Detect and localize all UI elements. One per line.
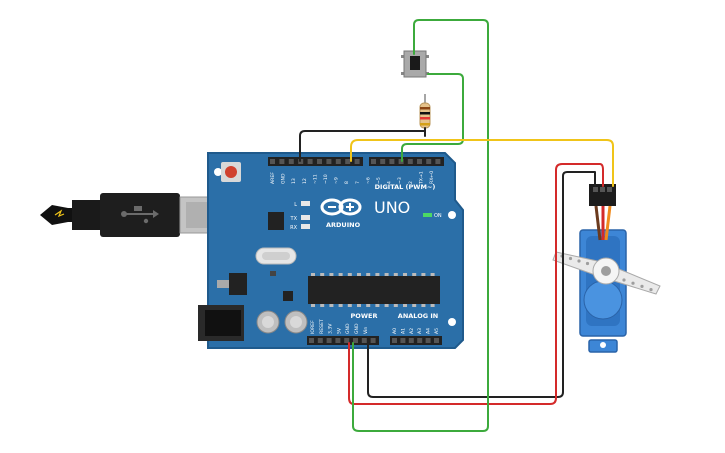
analog-pin-label-2: A2 bbox=[409, 328, 415, 334]
digital-pin-label-11: 4 bbox=[387, 181, 393, 184]
analog-pin-label-4: A4 bbox=[426, 328, 432, 334]
mount-hole bbox=[214, 168, 222, 176]
analog-label: ANALOG IN bbox=[398, 312, 438, 320]
digital-pin-label-0: AREF bbox=[270, 172, 276, 184]
reset-button[interactable] bbox=[221, 162, 241, 182]
power-label: POWER bbox=[351, 312, 378, 320]
digital-pin-label-6: ~9 bbox=[334, 177, 340, 184]
status-leds: L TX RX bbox=[290, 201, 310, 231]
analog-pin-label-3: A3 bbox=[417, 328, 423, 334]
servo-horn[interactable] bbox=[552, 251, 661, 295]
model-label: UNO bbox=[374, 198, 410, 217]
resistor[interactable] bbox=[419, 94, 431, 136]
wire-black-resistor-gnd[interactable] bbox=[299, 127, 426, 162]
power-pin-label-3: 5V bbox=[336, 327, 342, 334]
digital-pin-label-3: 12 bbox=[302, 178, 308, 184]
digital-pin-label-14: TX→1 bbox=[418, 171, 424, 185]
digital-pin-label-10: ~5 bbox=[376, 177, 382, 184]
servo-motor[interactable] bbox=[552, 229, 661, 353]
analog-pin-label-0: A0 bbox=[392, 328, 398, 334]
wire-green-button-5v[interactable] bbox=[352, 19, 489, 432]
brand-label: ARDUINO bbox=[326, 221, 361, 229]
usb-icon bbox=[121, 206, 159, 224]
digital-pin-label-15: RX←0 bbox=[429, 171, 435, 184]
power-pin-label-2: 3.3V bbox=[328, 323, 334, 334]
usb-chip bbox=[268, 212, 284, 230]
digital-pin-label-5: ~10 bbox=[323, 174, 329, 184]
voltage-regulator bbox=[229, 273, 247, 295]
digital-label: DIGITAL (PWM~) bbox=[375, 183, 436, 191]
digital-pin-label-9: ~6 bbox=[365, 177, 371, 184]
pushbutton[interactable] bbox=[401, 50, 429, 78]
arduino-logo bbox=[320, 198, 362, 216]
dc-power-jack[interactable] bbox=[198, 305, 244, 341]
power-pin-label-5: GND bbox=[354, 323, 360, 334]
wire-yellow-servo-signal[interactable] bbox=[350, 139, 614, 187]
analog-pin-label-1: A1 bbox=[400, 328, 406, 334]
analog-pin-label-5: A5 bbox=[434, 328, 440, 334]
capacitors bbox=[256, 310, 308, 334]
mount-hole bbox=[448, 211, 456, 219]
led-label-tx: TX bbox=[290, 216, 298, 222]
digital-pin-label-4: ~11 bbox=[312, 174, 318, 184]
arduino-uno-board[interactable]: AREF GND 13 12 ~11 ~10 ~9 8 7 ~6 ~5 4 ~3 2 TX→1 RX←0 DI… bbox=[198, 152, 464, 349]
digital-pin-label-12: ~3 bbox=[397, 177, 403, 184]
digital-pin-label-1: GND bbox=[281, 173, 287, 184]
digital-pin-label-2: 13 bbox=[291, 178, 297, 184]
analog-header[interactable] bbox=[390, 336, 442, 345]
power-pin-label-0: IOREF bbox=[310, 320, 316, 334]
on-label: ON bbox=[434, 213, 442, 219]
power-pin-label-6: Vin bbox=[363, 327, 369, 334]
led-label-rx: RX bbox=[290, 225, 297, 231]
digital-pin-label-13: 2 bbox=[408, 181, 414, 184]
wire-green-button-pin2[interactable] bbox=[401, 73, 464, 162]
digital-pin-label-8: 7 bbox=[355, 181, 361, 184]
power-pin-label-4: GND bbox=[345, 323, 351, 334]
led-label-l: L bbox=[294, 202, 297, 208]
servo-connector[interactable] bbox=[589, 184, 616, 241]
wire-red-servo-5v[interactable] bbox=[348, 163, 604, 405]
atmega-chip bbox=[308, 273, 440, 307]
digital-pin-label-7: 8 bbox=[344, 181, 350, 184]
mount-hole bbox=[448, 318, 456, 326]
power-pin-label-1: RESET bbox=[319, 319, 325, 334]
digital-pin-labels: AREF GND 13 12 ~11 ~10 ~9 8 7 ~6 ~5 4 ~3 2 TX→1 RX←0 bbox=[270, 171, 435, 185]
power-header[interactable] bbox=[307, 336, 379, 345]
digital-header[interactable] bbox=[268, 157, 444, 166]
wires bbox=[299, 19, 614, 432]
wire-black-servo-gnd[interactable] bbox=[367, 171, 596, 398]
on-led bbox=[423, 213, 432, 217]
